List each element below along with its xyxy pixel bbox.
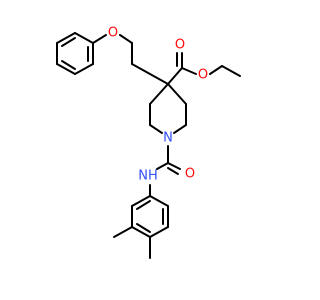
bond	[61, 37, 76, 47]
structure-canvas: O O O N O NH	[56, 26, 241, 259]
bond	[56, 63, 76, 75]
bond	[74, 63, 94, 75]
bond	[173, 124, 187, 134]
bond	[167, 162, 181, 170]
bond	[149, 195, 169, 207]
ester-oxygen-label: O	[198, 68, 208, 83]
bond	[131, 63, 151, 75]
bond	[149, 124, 163, 134]
bond	[131, 226, 151, 238]
bond	[181, 67, 197, 75]
bond	[149, 83, 169, 105]
bonds	[56, 32, 241, 259]
amide-oxygen-label: O	[185, 167, 195, 182]
piperidine-nitrogen-label: N	[163, 131, 173, 146]
bond	[149, 73, 169, 85]
bond	[92, 34, 107, 44]
bond	[74, 32, 94, 44]
bond	[113, 226, 133, 238]
bond	[56, 32, 76, 44]
atom-labels: O O O N O NH	[108, 26, 208, 184]
amide-nh-label: NH	[138, 169, 158, 184]
bond	[119, 34, 133, 44]
bond	[61, 60, 76, 70]
bond	[156, 162, 169, 170]
ester-carbonyl-oxygen-label: O	[175, 38, 185, 53]
bond	[167, 83, 187, 105]
bond	[136, 200, 151, 210]
bond	[167, 167, 179, 175]
bond	[149, 226, 169, 238]
bond	[136, 223, 151, 233]
bond	[131, 195, 151, 207]
bond	[167, 67, 183, 85]
bond	[209, 65, 223, 75]
ether-oxygen-label: O	[108, 26, 118, 41]
bond	[221, 65, 241, 77]
